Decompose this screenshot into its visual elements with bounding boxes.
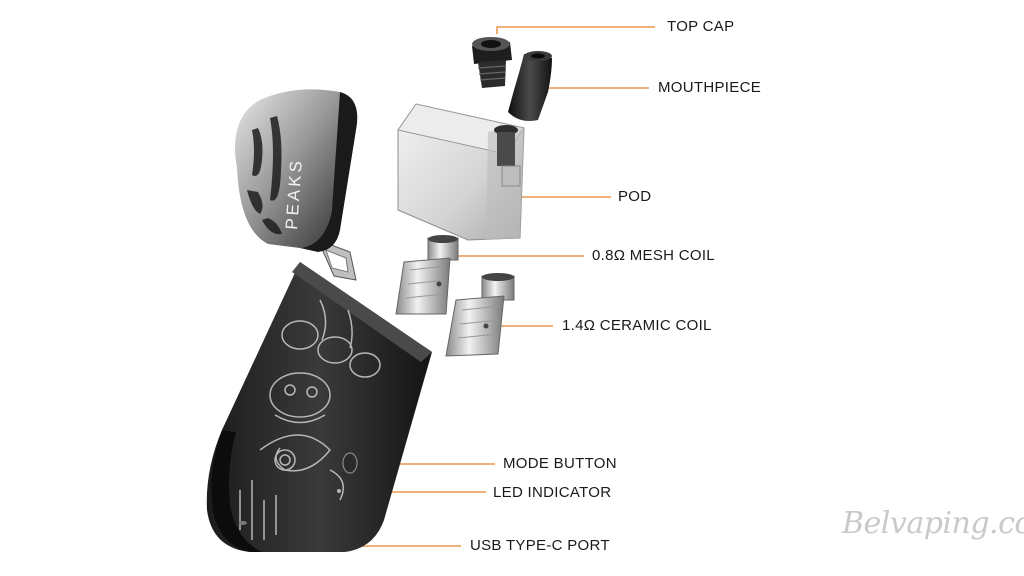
device-body (206, 239, 432, 552)
label-mesh-coil: 0.8Ω MESH COIL (592, 247, 715, 264)
label-top-cap: TOP CAP (667, 18, 735, 35)
label-ceramic-coil: 1.4Ω CERAMIC COIL (562, 317, 712, 334)
label-led-indicator: LED INDICATOR (493, 484, 612, 501)
watermark-text: Belvaping.com (842, 506, 1024, 541)
mode-button-shape (342, 452, 358, 474)
mouthpiece-part (508, 51, 552, 121)
top-cap-part (472, 37, 512, 88)
leader-top-cap (496, 26, 655, 34)
lid-brand-text: PEAKS (282, 157, 306, 230)
label-mode-button: MODE BUTTON (503, 455, 617, 472)
lid-drip-pattern (247, 116, 282, 235)
led-shape (337, 489, 341, 493)
label-mouthpiece: MOUTHPIECE (658, 79, 762, 96)
usb-port-shape (239, 521, 247, 525)
device-lid (235, 89, 358, 252)
label-usb-port: USB TYPE-C PORT (470, 537, 610, 554)
pod-part (397, 103, 525, 241)
mesh-coil-part (395, 235, 459, 315)
ceramic-coil-part (445, 273, 515, 357)
skull-engraving (239, 299, 381, 540)
label-pod: POD (618, 188, 652, 205)
